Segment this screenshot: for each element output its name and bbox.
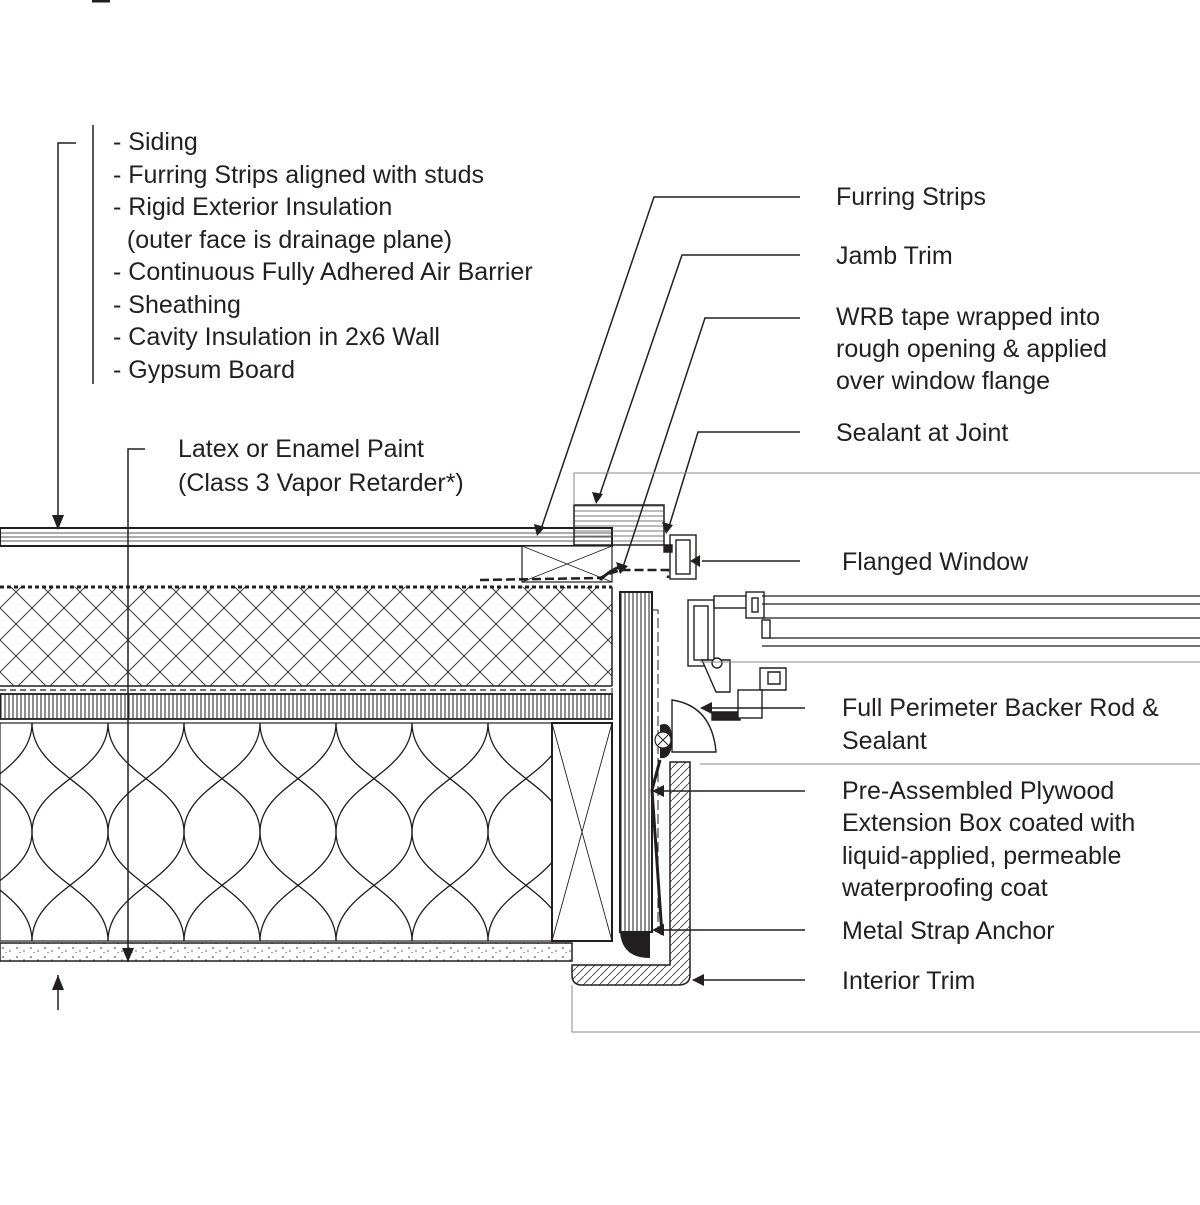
leader-arrows [534,492,712,986]
sheathing [0,693,613,720]
siding [0,527,613,547]
extension-box-label-3: liquid-applied, permeable [842,842,1121,870]
interior-trim-label: Interior Trim [842,967,975,995]
rigid-insulation [0,585,613,687]
flanged-window-label: Flanged Window [842,548,1029,576]
furring-strip [521,545,613,583]
paint-label: Latex or Enamel Paint [178,435,424,463]
jamb-trim [573,504,665,546]
waterproofing-coat [652,609,659,930]
paint-leader [127,448,145,962]
layer-gypsum: - Gypsum Board [113,356,295,384]
wrb-label-2: rough opening & applied [836,335,1107,363]
metal-strap-anchor [650,759,664,936]
vapor-retarder-label: (Class 3 Vapor Retarder*) [178,469,464,497]
layer-cavity-insulation: - Cavity Insulation in 2x6 Wall [113,323,440,351]
leader-furring [539,196,800,533]
extension-box [611,591,653,958]
interior-trim [571,761,691,986]
layer-siding: - Siding [113,128,198,156]
stud [551,722,613,942]
layer-furring: - Furring Strips aligned with studs [113,161,484,189]
extension-box-label-2: Extension Box coated with [842,809,1135,837]
layer-sheathing: - Sheathing [113,291,241,319]
sealant-joint-label: Sealant at Joint [836,419,1008,447]
furring-strips-label: Furring Strips [836,183,986,211]
leader-jamb-trim [597,254,800,501]
wall-layers-list: - Siding - Furring Strips aligned with s… [113,128,533,384]
wrb-label-1: WRB tape wrapped into [836,303,1100,331]
cavity-insulation [0,722,553,942]
leader-wrb [621,317,800,571]
backer-rod-label-1: Full Perimeter Backer Rod & [842,694,1159,722]
extension-box-label-4: waterproofing coat [841,874,1048,902]
gypsum-board [0,942,573,962]
arrow-gypsum [52,975,64,990]
extension-box-label-1: Pre-Assembled Plywood [842,777,1114,805]
layer-drainage-plane: (outer face is drainage plane) [113,226,452,254]
layer-air-barrier: - Continuous Fully Adhered Air Barrier [113,258,533,286]
reference-lines [571,472,1200,1033]
strap-anchor-label: Metal Strap Anchor [842,917,1055,945]
window-frame [663,534,1200,753]
backer-rod [654,724,672,759]
jamb-trim-label: Jamb Trim [836,242,953,270]
backer-rod-label-2: Sealant [842,727,927,755]
wrb-label-3: over window flange [836,367,1050,395]
layer-rigid-insulation: - Rigid Exterior Insulation [113,193,392,221]
arrow-paint [122,948,134,962]
leader-sealant-joint [667,431,800,531]
arrow-siding [52,515,64,530]
